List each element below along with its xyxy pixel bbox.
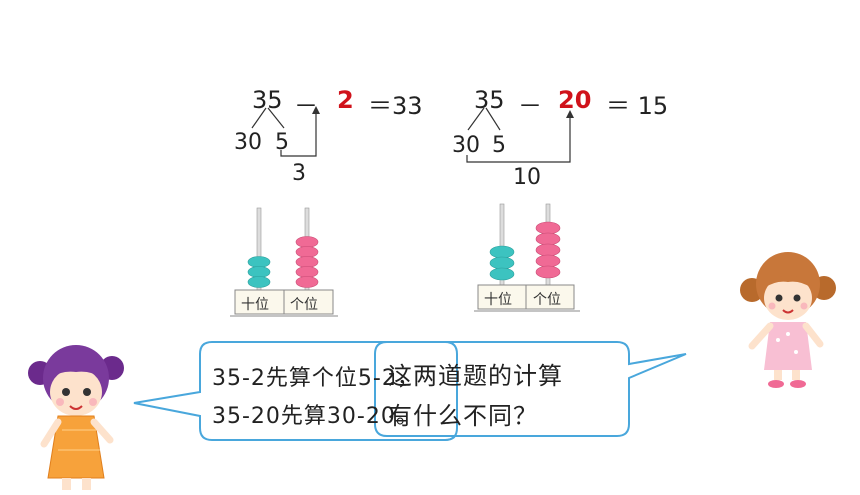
split-line-left-1	[251, 107, 267, 129]
bubble-right-line1: 这两道题的计算	[388, 362, 563, 390]
abacus-2	[474, 203, 580, 312]
abacus1-tens-label: 十位	[241, 297, 269, 313]
problem1-minus-sign: －	[294, 92, 318, 120]
problem2-partial-result: 10	[513, 165, 541, 190]
problem1-split-tens: 30	[234, 130, 262, 155]
speech-bubble-right	[374, 341, 687, 437]
arrow-head-1	[312, 106, 320, 114]
split-line-right-2	[485, 107, 501, 131]
problem1-result: ＝33	[368, 92, 423, 120]
abacus2-tens-label: 十位	[484, 292, 512, 308]
bracket-2	[466, 116, 571, 163]
problem2-minuend: 35	[474, 86, 505, 114]
problem2-result: ＝ 15	[606, 92, 669, 120]
problem1-minuend: 35	[252, 86, 283, 114]
abacus-1	[230, 207, 338, 317]
problem2-subtrahend: 20	[558, 86, 592, 114]
girl-character-right	[740, 252, 836, 388]
arrow-head-2	[566, 110, 574, 118]
abacus2-ones-label: 个位	[533, 292, 561, 308]
split-line-right-1	[267, 107, 285, 129]
problem2-minus-sign: －	[518, 92, 542, 120]
problem1-subtrahend: 2	[337, 86, 354, 114]
bubble-right-line2: 有什么不同？	[388, 402, 538, 430]
problem1-split-ones: 5	[275, 130, 289, 155]
split-line-left-2	[467, 107, 485, 131]
problem1-partial-result: 3	[292, 161, 306, 186]
problem2-split-tens: 30	[452, 133, 480, 158]
bubble-left-line1: 35-2先算个位5-2，	[212, 366, 420, 391]
abacus1-ones-label: 个位	[290, 297, 318, 313]
problem2-split-ones: 5	[492, 133, 506, 158]
girl-character-left	[28, 345, 124, 490]
bubble-left-line2: 35-20先算30-20。	[212, 404, 419, 429]
bracket-1	[280, 110, 317, 157]
